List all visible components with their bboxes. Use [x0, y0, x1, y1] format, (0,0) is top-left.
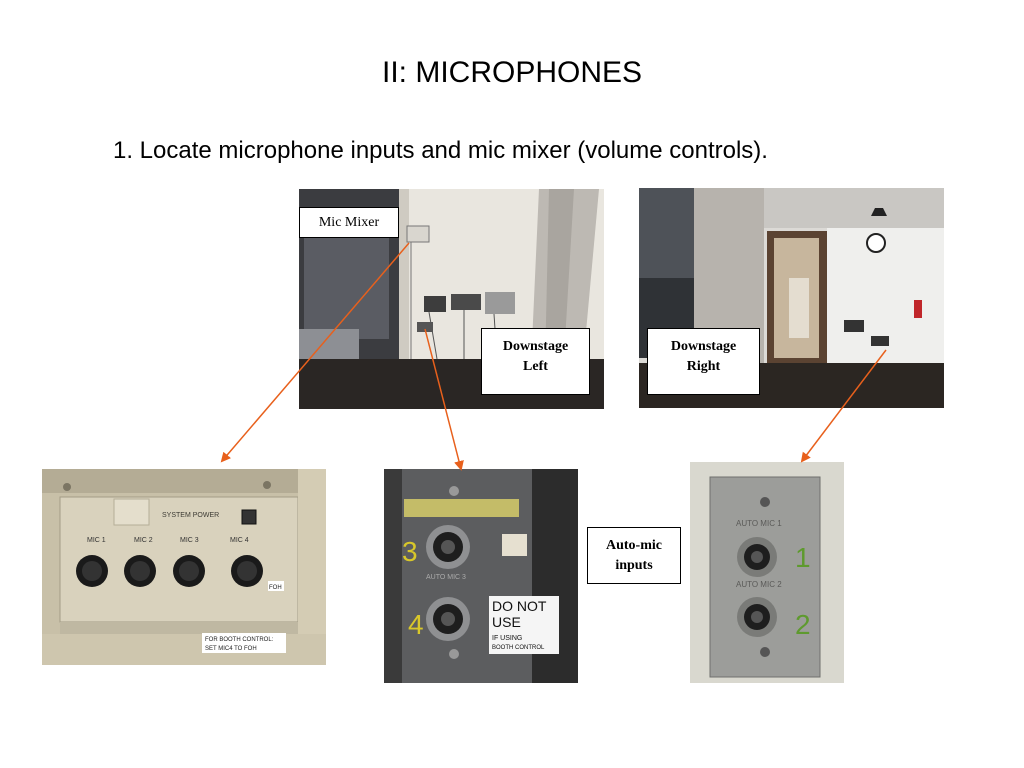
callout-downstage-left: Downstage Left: [481, 328, 590, 395]
knob-label-3: MIC 3: [180, 537, 199, 544]
sign-use: USE: [492, 614, 521, 630]
callout-auto-mic: Auto-mic inputs: [587, 527, 681, 584]
hand-number-2: 2: [795, 609, 811, 640]
foh-tag: FOH: [269, 585, 282, 591]
mixer-knob-4: MIC 4: [230, 537, 263, 587]
sign-if-using: IF USING: [492, 635, 522, 642]
photo-left-jacks: 3 4 AUTO MIC 3 DO NOT USE IF USING BOOTH…: [384, 469, 578, 683]
hand-number-3: 3: [402, 536, 418, 567]
slide-title: II: MICROPHONES: [381, 56, 643, 89]
sign-do-not: DO NOT: [492, 598, 547, 614]
xlr-jack-4: [426, 597, 470, 641]
system-power-label: SYSTEM POWER: [162, 512, 219, 519]
knob-label-2: MIC 2: [134, 537, 153, 544]
xlr-jack-2: [737, 597, 777, 637]
knob-label-4: MIC 4: [230, 537, 249, 544]
sign-booth-control: BOOTH CONTROL: [492, 645, 545, 651]
xlr-jack-3: [426, 525, 470, 569]
callout-auto-mic-line2: inputs: [615, 558, 653, 573]
callout-downstage-right-line2: Right: [686, 359, 721, 374]
knob-label-1: MIC 1: [87, 537, 106, 544]
callout-auto-mic-line1: Auto-mic: [606, 538, 662, 553]
callout-downstage-left-line2: Left: [523, 359, 548, 374]
bullet-text: 1. Locate microphone inputs and mic mixe…: [113, 137, 768, 164]
photo-downstage-right: [639, 188, 944, 408]
right-jacks-closeup: AUTO MIC 1 AUTO MIC 2 1 2: [690, 462, 844, 683]
mixer-knob-2: MIC 2: [124, 537, 156, 587]
photo-right-jacks: AUTO MIC 1 AUTO MIC 2 1 2: [690, 462, 844, 683]
stamp-auto-mic: AUTO MIC 3: [426, 574, 466, 581]
photo-mic-mixer: SYSTEM POWER MIC 1 MIC 2 MIC 3 MIC 4 FOH…: [42, 469, 326, 665]
mic-mixer-closeup: SYSTEM POWER MIC 1 MIC 2 MIC 3 MIC 4 FOH…: [42, 469, 326, 665]
plate-label-top: AUTO MIC 1: [736, 519, 782, 528]
callout-downstage-right: Downstage Right: [647, 328, 760, 395]
hand-number-1: 1: [795, 542, 811, 573]
callout-downstage-right-line1: Downstage: [670, 339, 737, 354]
sticker-line-2: SET MIC4 TO FOH: [205, 646, 257, 652]
sticker-line-1: FOR BOOTH CONTROL:: [205, 637, 274, 643]
left-jacks-closeup: 3 4 AUTO MIC 3 DO NOT USE IF USING BOOTH…: [384, 469, 578, 683]
callout-mic-mixer-text: Mic Mixer: [318, 215, 380, 230]
mixer-knob-3: MIC 3: [173, 537, 205, 587]
callout-mic-mixer: Mic Mixer: [299, 207, 399, 238]
callout-downstage-left-line1: Downstage: [502, 339, 569, 354]
plate-label-bottom: AUTO MIC 2: [736, 580, 782, 589]
downstage-right-scene: [639, 188, 944, 408]
hand-number-4: 4: [408, 609, 424, 640]
mixer-knob-1: MIC 1: [76, 537, 108, 587]
xlr-jack-1: [737, 537, 777, 577]
